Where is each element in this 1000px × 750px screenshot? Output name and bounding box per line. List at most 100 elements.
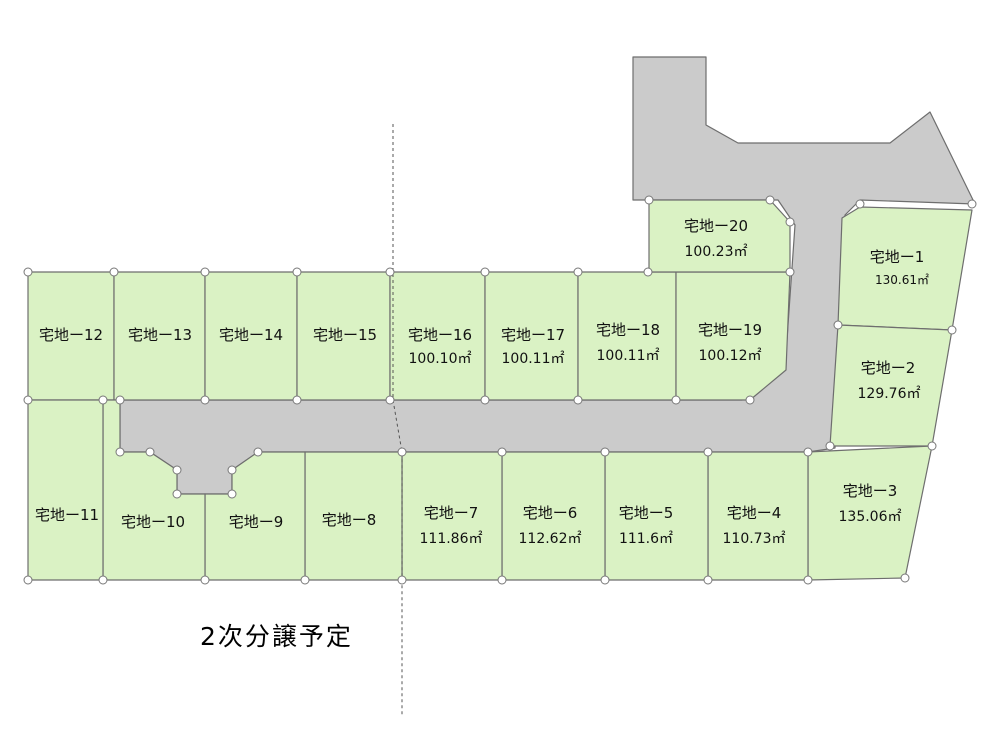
svg-text:100.11㎡: 100.11㎡ bbox=[502, 351, 565, 367]
boundary-marker bbox=[497, 575, 507, 585]
svg-text:100.12㎡: 100.12㎡ bbox=[699, 348, 762, 364]
boundary-marker bbox=[397, 575, 407, 585]
svg-text:宅地ー14: 宅地ー14 bbox=[219, 326, 283, 344]
lot-label-5: 宅地ー5 111.6㎡ bbox=[619, 504, 674, 547]
boundary-marker bbox=[765, 195, 775, 205]
svg-text:宅地ー13: 宅地ー13 bbox=[128, 326, 192, 344]
svg-text:112.62㎡: 112.62㎡ bbox=[519, 531, 582, 547]
lot-label-6: 宅地ー6 112.62㎡ bbox=[519, 504, 582, 547]
svg-text:宅地ー20: 宅地ー20 bbox=[684, 217, 748, 235]
svg-text:宅地ー3: 宅地ー3 bbox=[843, 482, 898, 500]
boundary-marker bbox=[643, 267, 653, 277]
lot-label-13: 宅地ー13 bbox=[128, 326, 192, 344]
lot-label-9: 宅地ー9 bbox=[229, 513, 284, 531]
boundary-marker bbox=[644, 195, 654, 205]
lot-label-20: 宅地ー20 100.23㎡ bbox=[684, 217, 748, 260]
svg-text:宅地ー2: 宅地ー2 bbox=[861, 359, 916, 377]
lot-label-16: 宅地ー16 100.10㎡ bbox=[408, 326, 472, 367]
boundary-marker bbox=[671, 395, 681, 405]
svg-text:宅地ー15: 宅地ー15 bbox=[313, 326, 377, 344]
boundary-marker bbox=[227, 489, 237, 499]
lot-label-7: 宅地ー7 111.86㎡ bbox=[420, 504, 483, 547]
lot-label-18: 宅地ー18 100.11㎡ bbox=[596, 321, 660, 364]
lot-20[interactable] bbox=[648, 199, 791, 273]
boundary-marker bbox=[803, 575, 813, 585]
lot-label-8: 宅地ー8 bbox=[322, 511, 377, 529]
lot-10[interactable] bbox=[102, 399, 206, 581]
svg-text:宅地ー7: 宅地ー7 bbox=[424, 504, 479, 522]
boundary-marker bbox=[172, 489, 182, 499]
boundary-marker bbox=[833, 320, 843, 330]
lot-label-2: 宅地ー2 129.76㎡ bbox=[858, 359, 921, 402]
lot-label-1: 宅地ー1 130.61㎡ bbox=[870, 248, 929, 287]
lot-label-15: 宅地ー15 bbox=[313, 326, 377, 344]
svg-text:135.06㎡: 135.06㎡ bbox=[839, 509, 902, 525]
boundary-marker bbox=[23, 395, 33, 405]
boundary-marker bbox=[115, 395, 125, 405]
boundary-marker bbox=[855, 199, 865, 209]
lot-label-10: 宅地ー10 bbox=[121, 513, 185, 531]
svg-text:宅地ー12: 宅地ー12 bbox=[39, 326, 103, 344]
lot-1[interactable] bbox=[837, 206, 973, 331]
boundary-marker bbox=[227, 465, 237, 475]
lot-11[interactable] bbox=[27, 399, 104, 581]
lot-label-11: 宅地ー11 bbox=[35, 506, 99, 524]
svg-text:110.73㎡: 110.73㎡ bbox=[723, 531, 786, 547]
boundary-marker bbox=[785, 217, 795, 227]
boundary-marker bbox=[600, 447, 610, 457]
boundary-marker bbox=[745, 395, 755, 405]
boundary-marker bbox=[292, 395, 302, 405]
svg-text:111.86㎡: 111.86㎡ bbox=[420, 531, 483, 547]
boundary-marker bbox=[480, 395, 490, 405]
boundary-marker bbox=[98, 575, 108, 585]
boundary-marker bbox=[109, 267, 119, 277]
boundary-marker bbox=[803, 447, 813, 457]
boundary-marker bbox=[385, 395, 395, 405]
boundary-marker bbox=[200, 267, 210, 277]
boundary-marker bbox=[145, 447, 155, 457]
lot-label-14: 宅地ー14 bbox=[219, 326, 283, 344]
svg-text:宅地ー16: 宅地ー16 bbox=[408, 326, 472, 344]
svg-text:宅地ー10: 宅地ー10 bbox=[121, 513, 185, 531]
boundary-marker bbox=[497, 447, 507, 457]
boundary-marker bbox=[900, 573, 910, 583]
lot-label-19: 宅地ー19 100.12㎡ bbox=[698, 321, 762, 364]
svg-text:宅地ー19: 宅地ー19 bbox=[698, 321, 762, 339]
boundary-marker bbox=[385, 267, 395, 277]
boundary-marker bbox=[825, 441, 835, 451]
svg-text:宅地ー1: 宅地ー1 bbox=[870, 248, 925, 266]
boundary-marker bbox=[23, 575, 33, 585]
boundary-marker bbox=[397, 447, 407, 457]
boundary-marker bbox=[115, 447, 125, 457]
svg-text:100.11㎡: 100.11㎡ bbox=[597, 348, 660, 364]
svg-text:宅地ー6: 宅地ー6 bbox=[523, 504, 578, 522]
svg-text:宅地ー17: 宅地ー17 bbox=[501, 326, 565, 344]
boundary-marker bbox=[200, 395, 210, 405]
boundary-marker bbox=[253, 447, 263, 457]
boundary-marker bbox=[927, 441, 937, 451]
lot-label-3: 宅地ー3 135.06㎡ bbox=[839, 482, 902, 525]
lot-label-17: 宅地ー17 100.11㎡ bbox=[501, 326, 565, 367]
svg-text:129.76㎡: 129.76㎡ bbox=[858, 386, 921, 402]
boundary-marker bbox=[200, 575, 210, 585]
lot-label-4: 宅地ー4 110.73㎡ bbox=[723, 504, 786, 547]
boundary-marker bbox=[98, 395, 108, 405]
boundary-marker bbox=[703, 447, 713, 457]
boundary-markers bbox=[23, 195, 977, 585]
svg-text:111.6㎡: 111.6㎡ bbox=[619, 531, 673, 547]
boundary-marker bbox=[573, 395, 583, 405]
boundary-marker bbox=[573, 267, 583, 277]
boundary-marker bbox=[947, 325, 957, 335]
svg-text:100.10㎡: 100.10㎡ bbox=[409, 351, 472, 367]
svg-text:宅地ー18: 宅地ー18 bbox=[596, 321, 660, 339]
svg-text:130.61㎡: 130.61㎡ bbox=[875, 273, 929, 287]
svg-text:宅地ー9: 宅地ー9 bbox=[229, 513, 284, 531]
boundary-marker bbox=[23, 267, 33, 277]
svg-text:宅地ー4: 宅地ー4 bbox=[727, 504, 782, 522]
boundary-marker bbox=[600, 575, 610, 585]
svg-text:宅地ー11: 宅地ー11 bbox=[35, 506, 99, 524]
svg-text:宅地ー8: 宅地ー8 bbox=[322, 511, 377, 529]
boundary-marker bbox=[292, 267, 302, 277]
svg-text:100.23㎡: 100.23㎡ bbox=[685, 244, 748, 260]
